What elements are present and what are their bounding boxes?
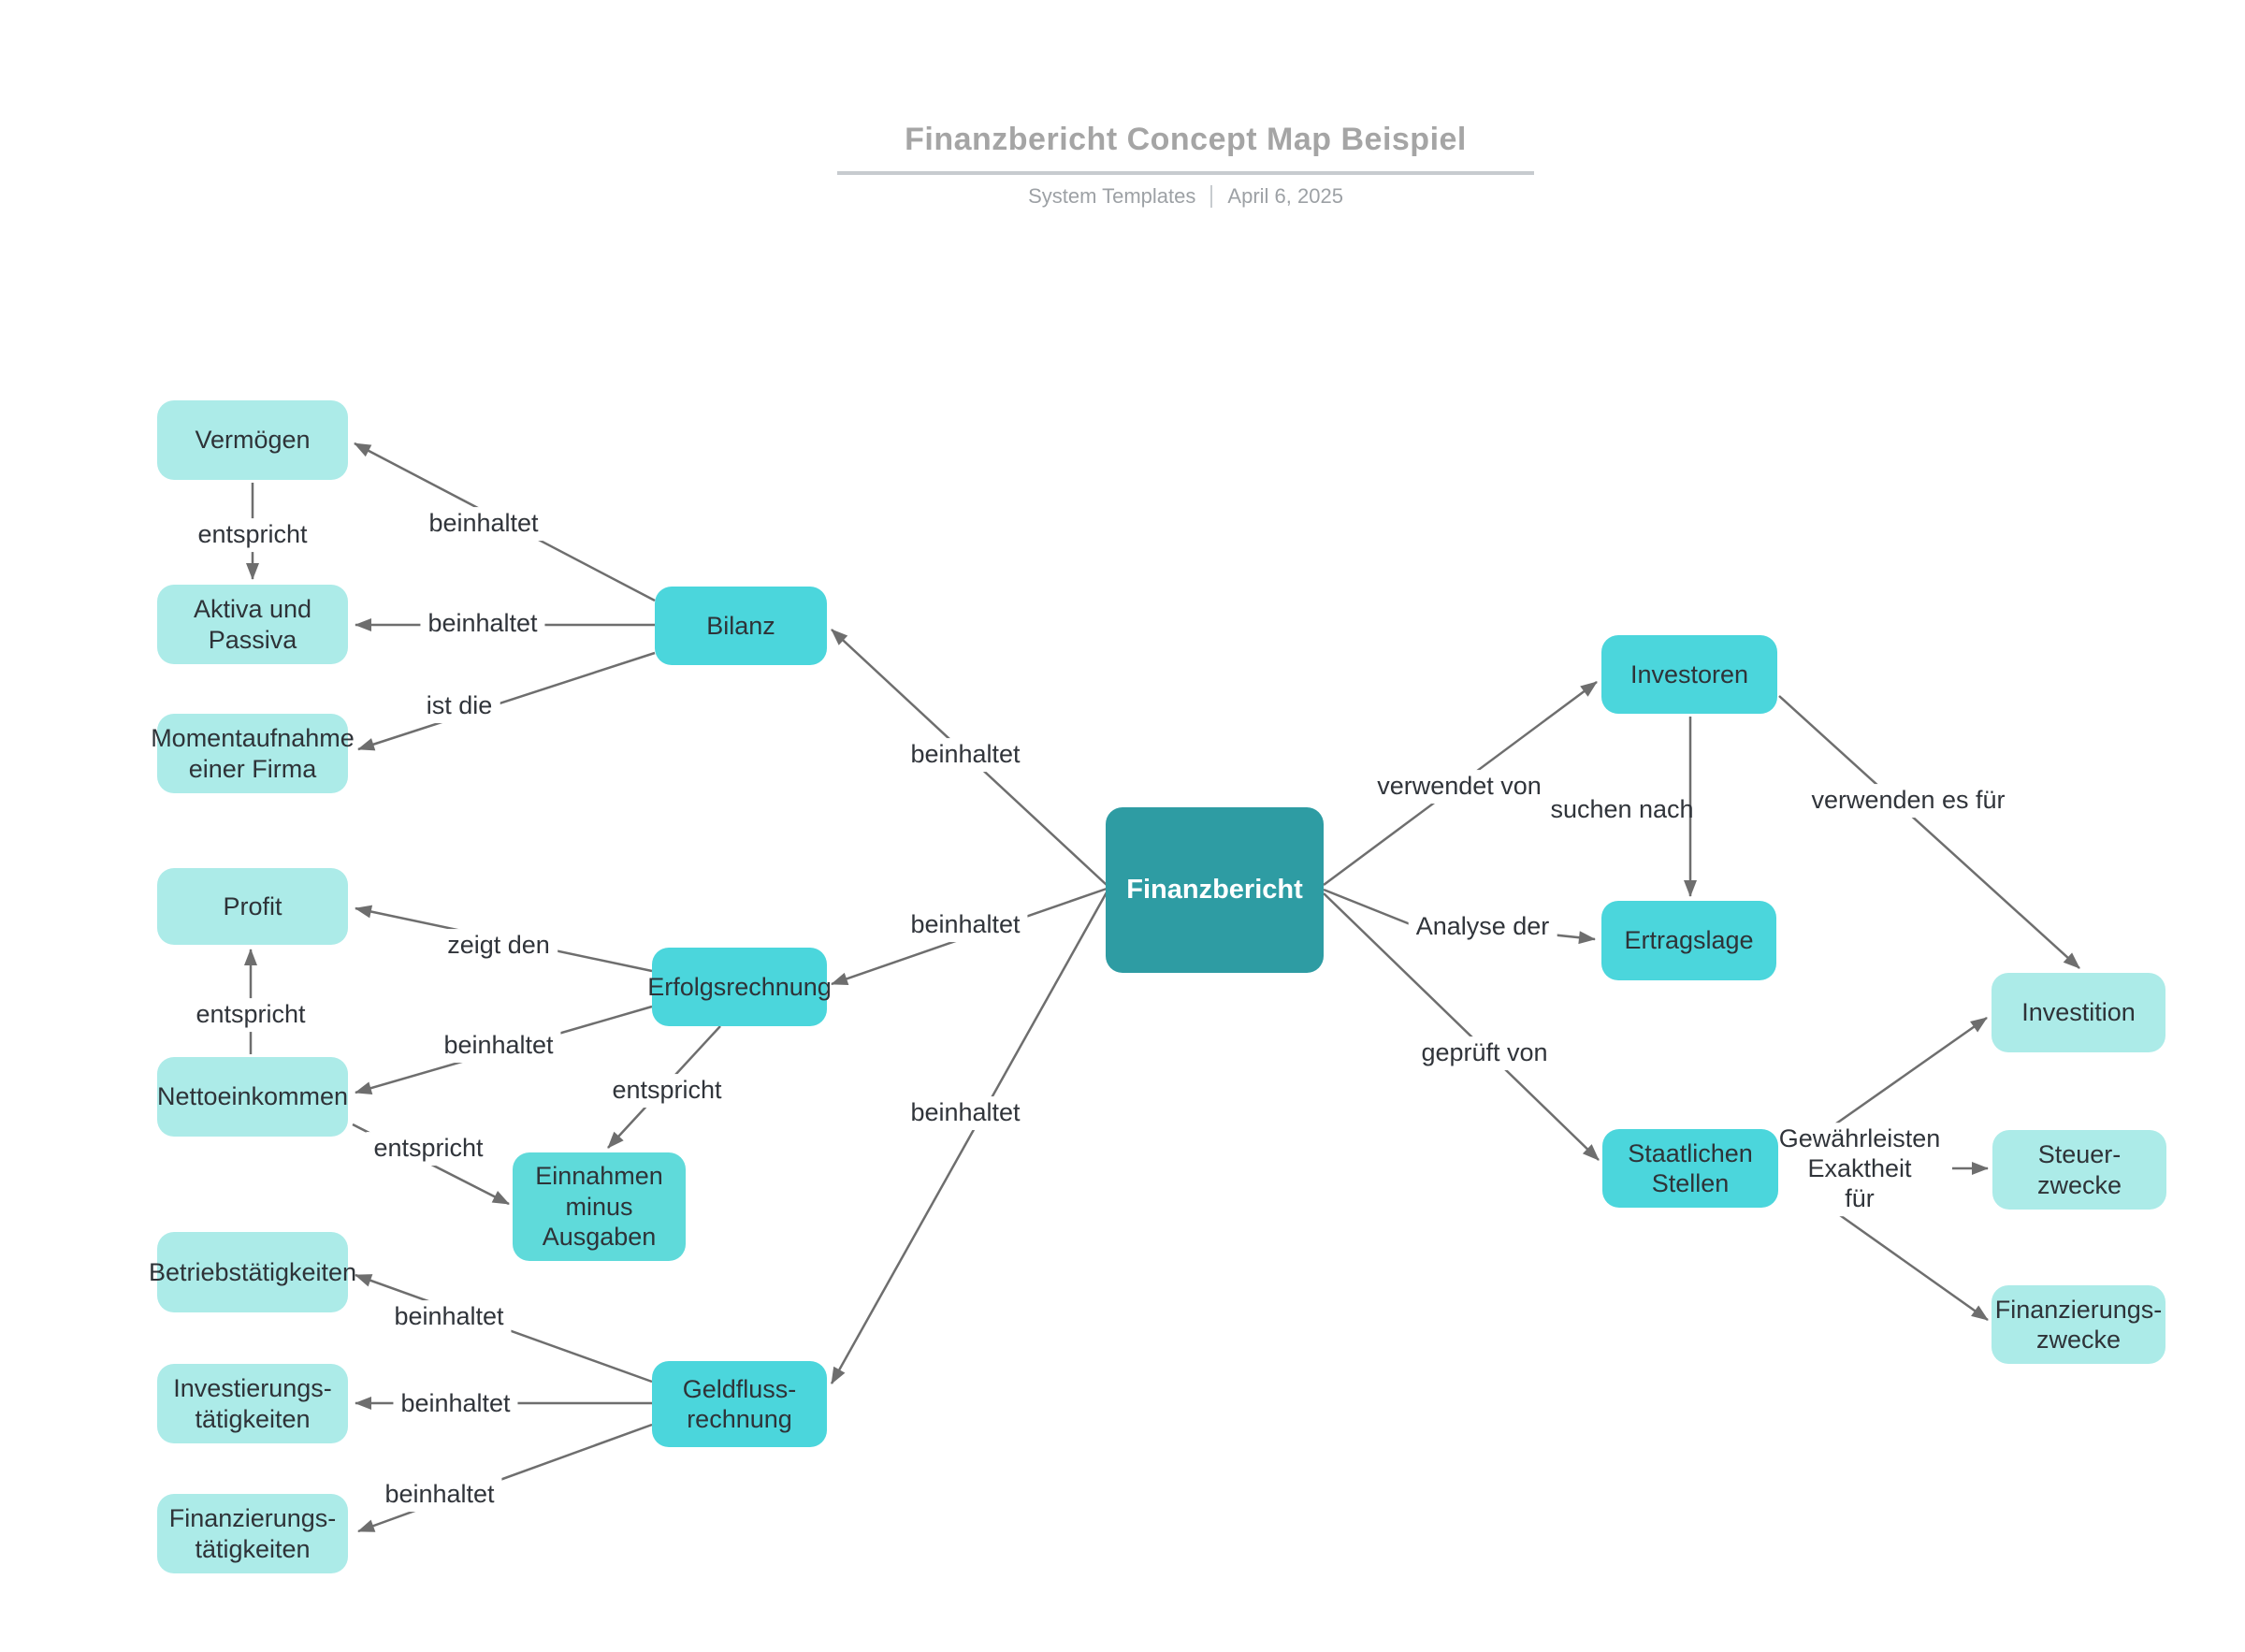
edge-label-investoren-investition[interactable]: verwenden es für <box>1803 784 2013 818</box>
node-einnahmen-minus-ausgaben-label: Einnahmen minus Ausgaben <box>535 1162 663 1252</box>
edge-label-bilanz-vermoegen[interactable]: beinhaltet <box>421 507 546 541</box>
edge-gewaehrleisten-investition <box>1829 1016 1988 1130</box>
edge-label-geldfluss-investierung[interactable]: beinhaltet <box>393 1387 518 1421</box>
node-bilanz[interactable]: Bilanz <box>655 587 827 665</box>
node-investierungstaetigkeiten-label: Investierungs- tätigkeiten <box>173 1374 332 1433</box>
node-betriebstaetigkeiten[interactable]: Betriebstätigkeiten <box>149 1232 356 1312</box>
subtitle-date: April 6, 2025 <box>1227 184 1343 208</box>
edge-finanzbericht-geldfluss <box>830 891 1108 1384</box>
edge-label-finanzbericht-geldfluss[interactable]: beinhaltet <box>903 1096 1028 1130</box>
node-vermoegen[interactable]: Vermögen <box>157 400 348 480</box>
edge-label-finanzbericht-ertragslage[interactable]: Analyse der <box>1408 910 1557 944</box>
edge-label-finanzbericht-staatliche[interactable]: geprüft von <box>1413 1036 1556 1070</box>
node-vermoegen-label: Vermögen <box>195 426 311 455</box>
node-staatliche-stellen[interactable]: Staatlichen Stellen <box>1602 1129 1778 1208</box>
node-ertragslage[interactable]: Ertragslage <box>1601 901 1776 980</box>
node-investierungstaetigkeiten[interactable]: Investierungs- tätigkeiten <box>157 1364 348 1443</box>
edge-label-finanzbericht-bilanz[interactable]: beinhaltet <box>903 738 1028 772</box>
node-finanzbericht[interactable]: Finanzbericht <box>1106 807 1324 973</box>
node-staatliche-stellen-label: Staatlichen Stellen <box>1628 1138 1753 1197</box>
node-geldflussrechnung[interactable]: Geldfluss- rechnung <box>652 1361 827 1447</box>
edge-label-bilanz-aktiva[interactable]: beinhaltet <box>420 607 545 641</box>
node-finanzierungstaetigkeiten-label: Finanzierungs- tätigkeiten <box>168 1504 337 1563</box>
node-profit-label: Profit <box>223 891 282 920</box>
node-finanzierungstaetigkeiten[interactable]: Finanzierungs- tätigkeiten <box>157 1494 348 1573</box>
edge-label-geldfluss-finanzierung[interactable]: beinhaltet <box>377 1478 502 1512</box>
edge-investoren-investition <box>1778 695 2080 969</box>
node-aktiva-passiva[interactable]: Aktiva und Passiva <box>157 585 348 664</box>
node-erfolgsrechnung-label: Erfolgsrechnung <box>647 972 832 1001</box>
page-title: Finanzbericht Concept Map Beispiel <box>837 122 1534 175</box>
edge-label-erfolg-profit[interactable]: zeigt den <box>440 929 558 963</box>
edge-geldfluss-finanzierung <box>357 1423 653 1533</box>
node-steuerzwecke[interactable]: Steuer- zwecke <box>1992 1130 2166 1210</box>
edge-label-netto-einnahmen[interactable]: entspricht <box>366 1132 491 1166</box>
node-nettoeinkommen[interactable]: Nettoeinkommen <box>157 1057 348 1137</box>
node-einnahmen-minus-ausgaben[interactable]: Einnahmen minus Ausgaben <box>513 1152 686 1261</box>
node-investition[interactable]: Investition <box>1992 973 2165 1052</box>
edge-label-vermoegen-aktiva[interactable]: entspricht <box>190 518 315 552</box>
edge-finanzbericht-staatliche <box>1323 892 1600 1161</box>
node-finanzierungszwecke-label: Finanzierungs- zwecke <box>1994 1295 2163 1354</box>
node-geldflussrechnung-label: Geldfluss- rechnung <box>682 1374 797 1433</box>
header: Finanzbericht Concept Map Beispiel Syste… <box>837 122 1534 209</box>
node-investition-label: Investition <box>2021 998 2136 1027</box>
node-bilanz-label: Bilanz <box>706 611 775 640</box>
node-finanzierungszwecke[interactable]: Finanzierungs- zwecke <box>1992 1285 2165 1364</box>
edge-label-erfolg-netto[interactable]: beinhaltet <box>436 1029 561 1063</box>
node-betriebstaetigkeiten-label: Betriebstätigkeiten <box>148 1257 357 1286</box>
edge-label-finanzbericht-investoren[interactable]: verwendet von <box>1369 770 1549 804</box>
node-erfolgsrechnung[interactable]: Erfolgsrechnung <box>647 948 832 1026</box>
edge-label-finanzbericht-erfolg[interactable]: beinhaltet <box>903 908 1028 942</box>
edge-label-netto-profit[interactable]: entspricht <box>188 998 313 1032</box>
node-momentaufnahme[interactable]: Momentaufnahme einer Firma <box>151 714 355 793</box>
subtitle: System Templates April 6, 2025 <box>837 184 1534 209</box>
node-finanzbericht-label: Finanzbericht <box>1126 875 1303 906</box>
node-momentaufnahme-label: Momentaufnahme einer Firma <box>151 724 355 783</box>
node-ertragslage-label: Ertragslage <box>1624 926 1754 955</box>
edge-label-geldfluss-betrieb[interactable]: beinhaltet <box>386 1300 512 1334</box>
edge-label-bilanz-momentaufnahme[interactable]: ist die <box>418 689 500 723</box>
edge-finanzbericht-analyse <box>1323 888 1423 931</box>
edge-label-investoren-ertragslage[interactable]: suchen nach <box>1550 795 1694 824</box>
subtitle-divider <box>1210 185 1213 208</box>
node-investoren-label: Investoren <box>1629 659 1749 688</box>
node-investoren[interactable]: Investoren <box>1601 635 1777 714</box>
node-steuerzwecke-label: Steuer- zwecke <box>2036 1140 2122 1199</box>
edge-gewaehrleisten-finanzierungszwecke <box>1830 1207 1989 1322</box>
node-nettoeinkommen-label: Nettoeinkommen <box>156 1082 349 1111</box>
edge-label-gewaehrleisten[interactable]: Gewährleisten Exaktheit für <box>1767 1123 1952 1216</box>
subtitle-author: System Templates <box>1028 184 1196 208</box>
edge-bilanz-momentaufnahme <box>357 651 656 751</box>
node-aktiva-passiva-label: Aktiva und Passiva <box>193 595 312 654</box>
node-profit[interactable]: Profit <box>157 868 348 945</box>
edge-label-erfolg-einnahmen[interactable]: entspricht <box>604 1074 730 1108</box>
